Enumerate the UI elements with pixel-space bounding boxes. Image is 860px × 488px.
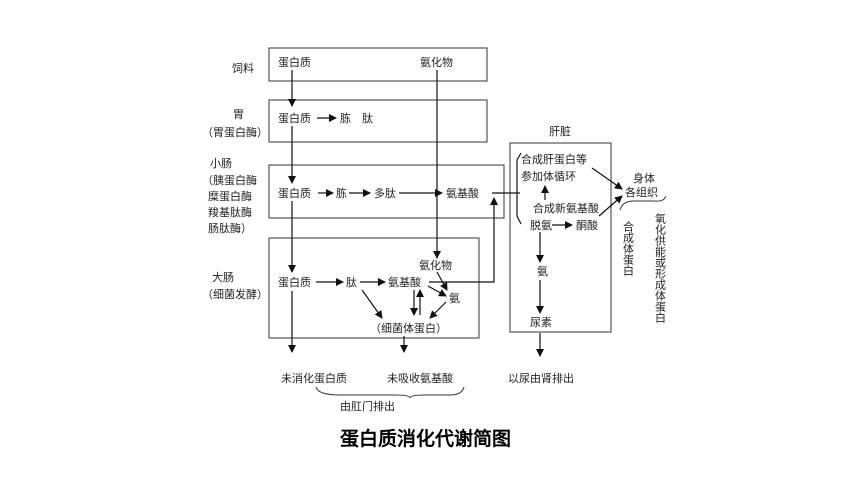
- label-large-intestine: 大肠: [212, 270, 234, 284]
- liver-line3: 合成新氨基酸: [533, 201, 599, 215]
- large-intestine-box: [268, 237, 480, 339]
- bottom-anus-excretion: 由肛门排出: [340, 399, 395, 413]
- liver-deamination: 脱氨: [530, 218, 552, 232]
- liver-line2: 参加体循环: [521, 169, 576, 183]
- label-li-note: （细菌发酵）: [202, 287, 268, 301]
- arrow-ammonia-compound-to-ammonia: [436, 271, 448, 291]
- r3-protein: 蛋白质: [278, 186, 311, 200]
- bottom-brace: [315, 386, 465, 399]
- arrow-peptide-to-bacterial: [361, 289, 383, 319]
- label-si-enzyme-1: （胰蛋白酶: [202, 173, 257, 187]
- r2-protein: 蛋白质: [278, 111, 311, 125]
- feed-box: [268, 47, 488, 82]
- r4-peptide: 肽: [346, 275, 357, 289]
- right-brace: [619, 195, 667, 211]
- label-si-enzyme-4: 肠肽酶）: [208, 221, 252, 235]
- r3-peptone: 胨: [336, 186, 347, 200]
- right-oxidize: 氧化供能或形成体蛋白: [654, 212, 667, 323]
- right-synth-protein: 合成体蛋白: [622, 220, 635, 276]
- arrow-liver-protein-to-tissue: [591, 167, 623, 190]
- label-feed: 饲料: [232, 61, 254, 75]
- label-stomach-enzyme: （胃蛋白酶）: [202, 125, 268, 139]
- label-stomach: 胃: [233, 108, 244, 121]
- r2-peptide: 肽: [362, 111, 373, 125]
- right-body-tissue-1: 身体: [633, 171, 655, 185]
- liver-line1: 合成肝蛋白等: [521, 152, 587, 166]
- bottom-undigested-protein: 未消化蛋白质: [281, 371, 347, 385]
- label-si-enzyme-3: 羧基肽酶: [208, 205, 252, 219]
- stomach-box: [268, 99, 488, 143]
- r4-ammonia-compound: 氨化物: [419, 258, 452, 272]
- r1-protein: 蛋白质: [278, 55, 311, 69]
- r1-ammonia-compound: 氨化物: [420, 55, 453, 69]
- bottom-unabsorbed-aa: 未吸收氨基酸: [387, 371, 453, 385]
- arrow-group: [288, 70, 623, 357]
- liver-urea: 尿素: [530, 316, 552, 329]
- r4-amino-acid: 氨基酸: [388, 275, 421, 289]
- diagram-caption: 蛋白质消化代谢简图: [340, 427, 511, 450]
- bottom-urine-excretion: 以尿由肾排出: [508, 371, 574, 385]
- r3-polypeptide: 多肽: [374, 186, 396, 200]
- arrow-ammonia-to-bacterial: [429, 301, 447, 319]
- label-small-intestine: 小肠: [210, 157, 232, 170]
- liver-ketoacid: 酮酸: [576, 218, 598, 232]
- small-intestine-box: [268, 164, 505, 219]
- r3-amino-acid: 氨基酸: [446, 186, 479, 200]
- liver-box: [509, 142, 612, 333]
- liver-ammonia: 氨: [537, 265, 548, 278]
- r4-protein: 蛋白质: [278, 275, 311, 289]
- arrow-aa-to-ammonia: [427, 285, 447, 297]
- arrow-li-aa-up: [429, 197, 498, 283]
- label-si-enzyme-2: 糜蛋白酶: [208, 189, 252, 203]
- liver-bracket: [516, 152, 522, 225]
- r2-peptone: 胨: [340, 111, 351, 125]
- right-body-tissue-2: 各组织: [625, 185, 658, 199]
- liver-title: 肝脏: [549, 125, 571, 138]
- r4-bacterial-protein: （细菌体蛋白）: [370, 321, 447, 335]
- r4-ammonia: 氨: [449, 292, 460, 305]
- arrow-ketoacid-to-tissue: [598, 195, 623, 217]
